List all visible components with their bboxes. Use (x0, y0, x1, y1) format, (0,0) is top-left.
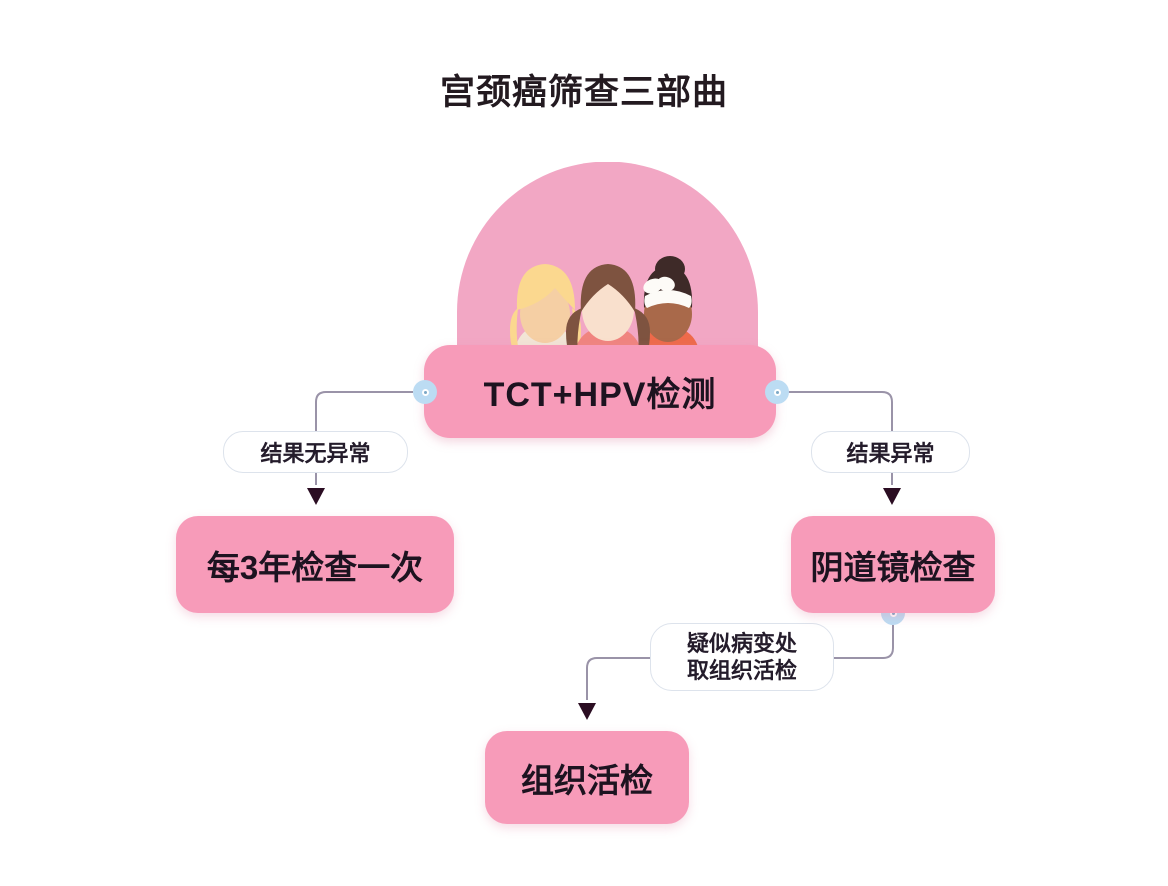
main-left-port-icon[interactable] (413, 380, 437, 404)
edge-label-normal-result-text: 结果无异常 (260, 441, 371, 466)
edge-label-abnormal-result-text: 结果异常 (846, 441, 935, 466)
main-right-port-icon[interactable] (765, 380, 789, 404)
node-screen-every-3-years[interactable]: 每3年检查一次 (176, 516, 454, 613)
edge-label-abnormal-result[interactable]: 结果异常 (811, 431, 970, 473)
node-tissue-biopsy-label: 组织活检 (521, 761, 653, 799)
three-women-illustration (455, 161, 760, 377)
node-screen-every-3-years-label: 每3年检查一次 (206, 548, 424, 586)
node-tct-hpv-test[interactable]: TCT+HPV检测 (424, 345, 776, 438)
node-colposcopy-label: 阴道镜检查 (810, 548, 976, 586)
edge-label-biopsy-instruction[interactable]: 疑似病变处 取组织活检 (650, 623, 834, 691)
node-colposcopy[interactable]: 阴道镜检查 (791, 516, 995, 613)
node-tissue-biopsy[interactable]: 组织活检 (485, 731, 689, 824)
page-title: 宫颈癌筛查三部曲 (439, 73, 728, 112)
edge-label-normal-result[interactable]: 结果无异常 (223, 431, 408, 473)
edge-label-biopsy-line2: 取组织活检 (686, 658, 797, 683)
node-tct-hpv-test-label: TCT+HPV检测 (483, 376, 717, 414)
edge-label-biopsy-line1: 疑似病变处 (686, 630, 797, 656)
